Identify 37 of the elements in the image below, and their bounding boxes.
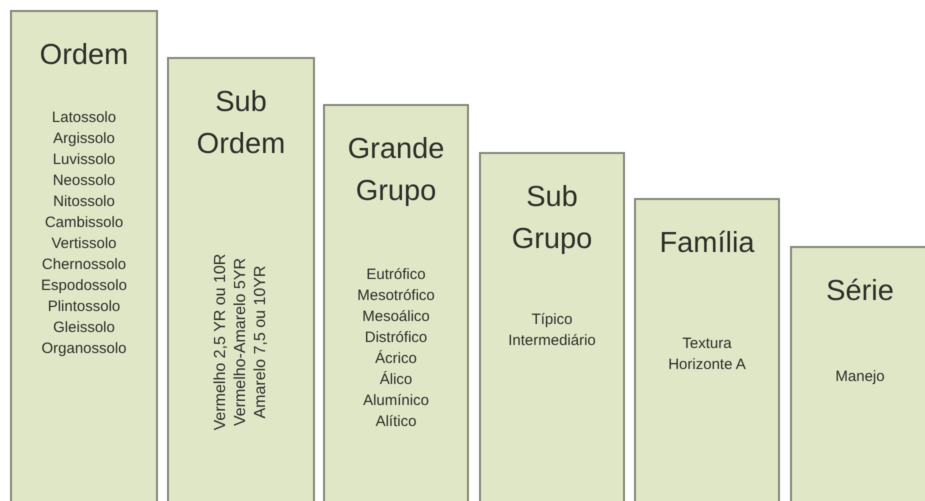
level-item: Vertissolo — [51, 234, 117, 254]
level-item: Cambissolo — [44, 213, 124, 233]
level-heading: Sub Ordem — [196, 85, 286, 162]
level-item: Distrófico — [364, 328, 428, 348]
level-item: Mesoálico — [362, 307, 430, 327]
level-item: Mesotrófico — [357, 286, 435, 306]
level-item: Espodossolo — [41, 276, 127, 296]
level-box — [167, 57, 315, 501]
level-item: Chernossolo — [42, 255, 126, 275]
level-box — [323, 104, 469, 501]
level-item: Textura — [682, 334, 732, 354]
level-item: Argissolo — [53, 129, 115, 149]
level-item: Ácrico — [375, 349, 417, 369]
level-box — [10, 10, 158, 501]
level-heading: Sub Grupo — [510, 180, 594, 257]
level-item: Álico — [380, 370, 412, 390]
level-item: Amarelo 7,5 ou 10YR — [251, 266, 270, 418]
level-item: Vermelho 2,5 YR ou 10R — [211, 254, 230, 430]
level-item: Alumínico — [363, 391, 429, 411]
level-item: Eutrófico — [366, 265, 426, 285]
level-item: Intermediário — [508, 331, 596, 351]
level-item: Vermelho-Amarelo 5YR — [231, 258, 250, 426]
level-item: Alítico — [376, 412, 416, 432]
level-heading: Ordem — [38, 38, 130, 73]
level-item: Organossolo — [41, 339, 127, 359]
level-item: Luvissolo — [52, 150, 116, 170]
level-item: Gleissolo — [53, 318, 115, 338]
level-item: Típico — [532, 310, 572, 330]
level-heading: Família — [658, 226, 756, 261]
level-heading: Grande Grupo — [346, 132, 446, 209]
level-item: Latossolo — [52, 108, 116, 128]
level-item: Nitossolo — [53, 192, 115, 212]
level-heading: Série — [825, 274, 895, 309]
level-item: Neossolo — [52, 171, 116, 191]
level-item: Plintossolo — [48, 297, 120, 317]
level-item: Horizonte A — [668, 355, 746, 375]
level-item: Manejo — [835, 367, 885, 387]
